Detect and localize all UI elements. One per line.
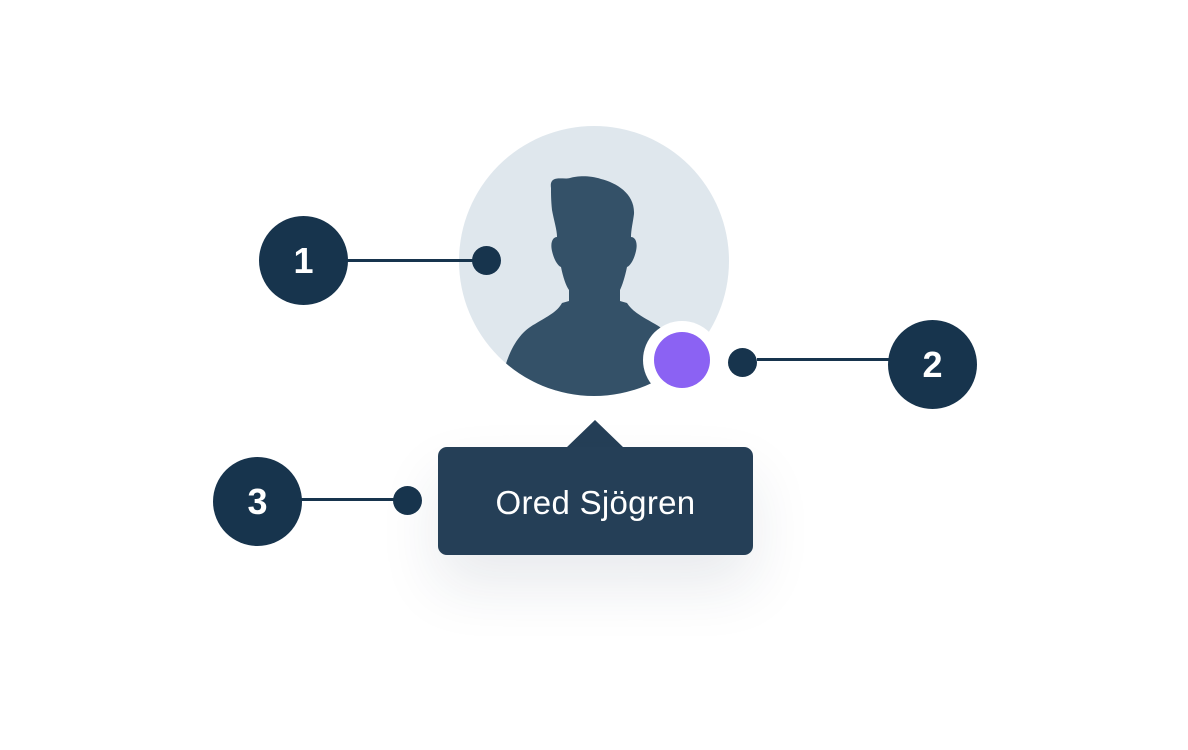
callout-number-3: 3 [247, 480, 268, 522]
name-tooltip: Ored Sjögren [438, 447, 753, 555]
callout-marker-1: 1 [259, 216, 348, 305]
callout-line-3 [301, 498, 395, 501]
tooltip-arrow [566, 420, 624, 448]
callout-marker-3: 3 [213, 457, 302, 546]
callout-anchor-3 [393, 486, 422, 515]
callout-marker-2: 2 [888, 320, 977, 409]
status-indicator [643, 321, 721, 399]
callout-number-2: 2 [922, 343, 943, 385]
tooltip-name: Ored Sjögren [495, 484, 696, 521]
status-dot [654, 332, 710, 388]
avatar[interactable] [459, 126, 729, 396]
callout-anchor-1 [472, 246, 501, 275]
callout-line-2 [757, 358, 889, 361]
person-silhouette-icon [497, 176, 695, 396]
callout-line-1 [347, 259, 473, 262]
callout-number-1: 1 [293, 239, 314, 281]
callout-anchor-2 [728, 348, 757, 377]
